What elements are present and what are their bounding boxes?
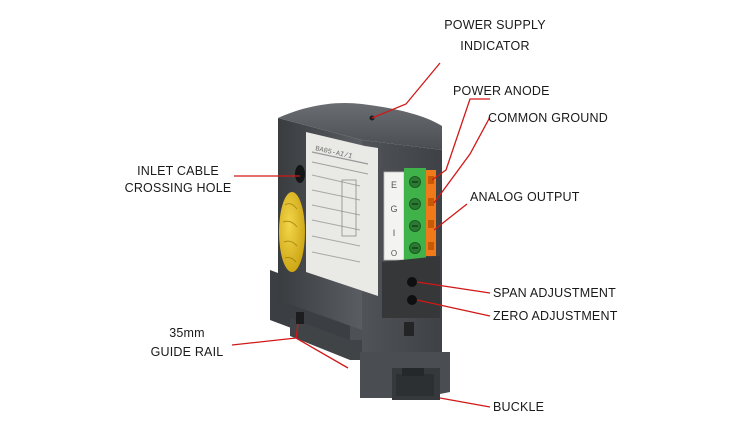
span-adjust-pot — [407, 277, 417, 287]
label-line: CROSSING HOLE — [124, 181, 232, 195]
terminal-label-e: E — [391, 180, 397, 190]
leader-power-indicator — [371, 62, 441, 119]
label-zero-adjustment: ZERO ADJUSTMENT — [493, 309, 618, 323]
leader-span — [416, 281, 491, 294]
label-line: 35mm — [169, 326, 205, 340]
cable-hole — [295, 165, 305, 183]
label-inlet-cable-hole: INLET CABLE CROSSING HOLE — [118, 163, 238, 197]
adjustment-panel — [382, 256, 440, 318]
leader-guide-rail-2 — [295, 323, 299, 339]
label-line: GUIDE RAIL — [150, 345, 224, 359]
leader-lines — [231, 62, 491, 408]
label-common-ground: COMMON GROUND — [488, 111, 608, 125]
terminal-block-orange — [426, 170, 436, 256]
leader-analog-output — [433, 203, 468, 231]
label-buckle: BUCKLE — [493, 400, 545, 414]
leader-buckle — [439, 397, 491, 408]
buckle-clip — [360, 352, 450, 400]
terminal-label-g: G — [390, 204, 397, 214]
label-line: INLET CABLE — [137, 164, 219, 178]
zero-adjust-pot — [407, 295, 417, 305]
label-guide-rail: 35mm GUIDE RAIL — [142, 325, 232, 361]
leader-zero — [416, 299, 491, 317]
label-power-anode: POWER ANODE — [453, 84, 550, 98]
terminal-label-o: O — [391, 249, 397, 258]
leader-common-ground — [433, 116, 491, 204]
label-analog-output: ANALOG OUTPUT — [470, 190, 580, 204]
label-power-supply-indicator: POWER SUPPLY INDICATOR — [430, 17, 560, 55]
terminal-label-i: I — [393, 228, 396, 238]
label-line: POWER SUPPLY — [444, 18, 546, 32]
terminal-block-green — [404, 168, 426, 260]
label-line: INDICATOR — [460, 39, 530, 53]
housing-top — [278, 102, 442, 150]
leader-power-anode — [431, 98, 490, 181]
seal-sticker — [279, 192, 305, 272]
label-span-adjustment: SPAN ADJUSTMENT — [493, 286, 616, 300]
